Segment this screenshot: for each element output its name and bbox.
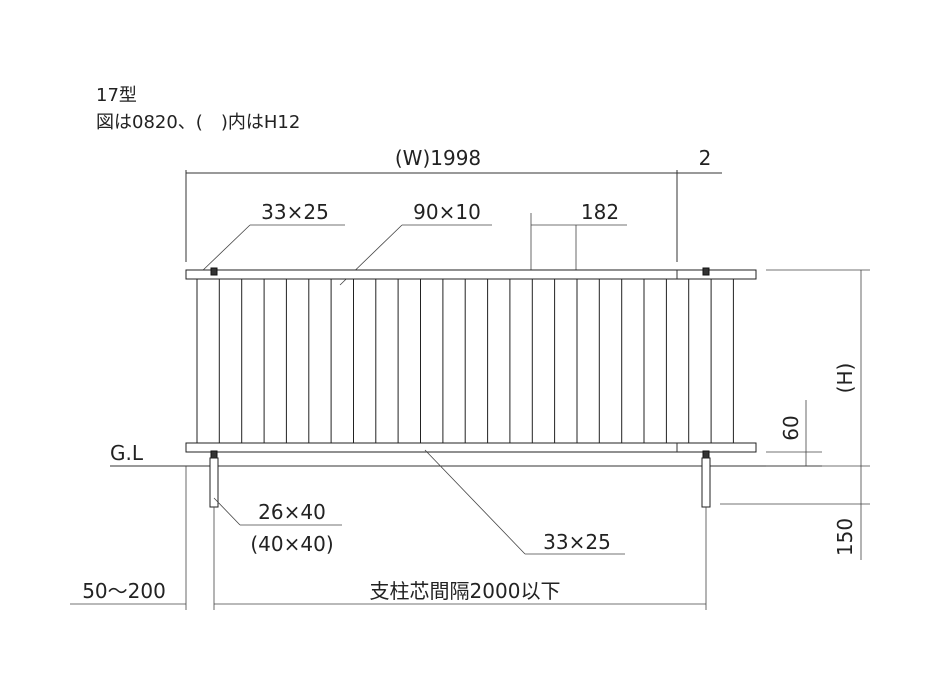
height-label: (H) — [833, 363, 857, 394]
pitch-label: 182 — [581, 200, 619, 224]
top-rail-label: 33×25 — [261, 200, 329, 224]
post-spacing-label: 支柱芯間隔2000以下 — [370, 579, 561, 603]
bottom-rail-label: 33×25 — [543, 530, 611, 554]
clearance-label: 60 — [779, 415, 803, 440]
gap-label: 2 — [699, 146, 712, 170]
bottom-bracket-right — [702, 450, 710, 459]
post-left — [209, 457, 219, 508]
bottom-rail — [185, 442, 757, 453]
bottom-rail-leader — [424, 449, 526, 555]
post-right — [701, 457, 711, 508]
top-rail-leader — [199, 224, 251, 274]
drawing-note: 図は0820、( )内はH12 — [96, 112, 300, 133]
model-label: 17型 — [96, 85, 137, 106]
edge-offset-label: 50〜200 — [82, 579, 166, 603]
top-rail — [185, 269, 757, 280]
width-label: (W)1998 — [395, 146, 481, 170]
ground-label: G.L — [110, 441, 144, 465]
bottom-bracket-left — [210, 450, 218, 459]
post-leader — [213, 497, 241, 526]
post-label: 26×40 — [258, 500, 326, 524]
slat-group — [196, 279, 734, 443]
post-alt-label: (40×40) — [250, 532, 333, 556]
embed-label: 150 — [833, 518, 857, 556]
top-bracket-right — [702, 267, 710, 276]
top-bracket-left — [210, 267, 218, 276]
slat-label: 90×10 — [413, 200, 481, 224]
